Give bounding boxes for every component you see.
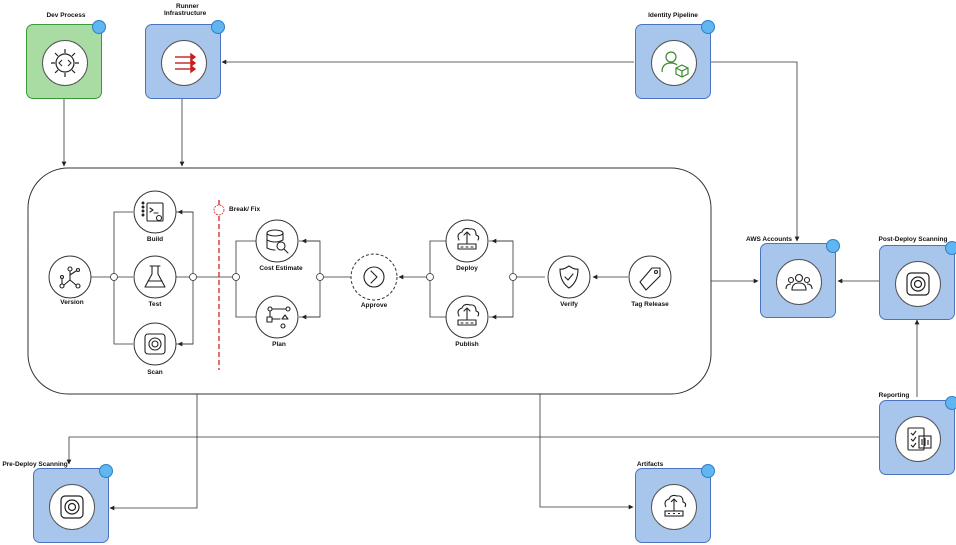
cost-estimate-label: Cost Estimate (259, 265, 303, 272)
dev-process-tile (26, 20, 106, 99)
build-node (133, 190, 177, 234)
artifacts-tile (635, 464, 715, 543)
reporting-label: Reporting (878, 392, 910, 399)
dev-process-label: Dev Process (46, 12, 86, 19)
runner-label-line2: Infrastructure (164, 10, 207, 17)
plan-label: Plan (272, 341, 286, 348)
status-dot (701, 20, 715, 34)
red-arrows-icon (161, 39, 207, 86)
status-dot (211, 20, 225, 34)
identity-pipeline-label: Identity Pipeline (648, 12, 698, 19)
version-label: Version (60, 299, 84, 306)
git-branch-icon (59, 266, 81, 289)
database-search-icon (266, 229, 289, 254)
status-dot (945, 396, 956, 410)
reporting-tile (879, 396, 956, 475)
scanner-icon (895, 260, 941, 307)
shield-check-icon (559, 265, 579, 289)
test-label: Test (148, 301, 162, 308)
post-deploy-scanning-tile (879, 241, 956, 320)
cloud-upload-icon (651, 483, 697, 530)
tag-release-label: Tag Release (631, 301, 669, 308)
verify-label: Verify (560, 301, 578, 308)
gear-code-icon (42, 39, 88, 86)
runner-infrastructure-tile (145, 20, 225, 99)
artifacts-label: Artifacts (636, 461, 664, 468)
status-dot (701, 464, 715, 478)
cloud-publish-icon (457, 303, 480, 326)
scan-label: Scan (147, 369, 163, 376)
user-box-icon (651, 39, 697, 86)
approve-node (350, 253, 398, 301)
status-dot (92, 20, 106, 34)
plan-node (255, 295, 299, 339)
tag-icon (639, 267, 661, 291)
post-deploy-scanning-label: Post-Deploy Scanning (878, 236, 948, 243)
scanner-icon (49, 483, 95, 530)
identity-pipeline-tile (635, 20, 715, 99)
test-node (133, 255, 177, 299)
runner-label-line1: Runner (176, 3, 199, 10)
build-label: Build (146, 236, 164, 243)
pre-deploy-scanning-label: Pre-Deploy Scanning (2, 461, 68, 468)
report-checklist-icon (895, 415, 941, 462)
runner-infrastructure-label: Runner Infrastructure (164, 3, 206, 17)
break-fix-marker (213, 204, 225, 216)
aws-accounts-tile (760, 239, 840, 318)
verify-node (547, 255, 591, 299)
users-group-icon (776, 258, 822, 305)
build-code-icon (141, 201, 164, 222)
flask-icon (144, 265, 166, 288)
break-fix-label: Break/ Fix (229, 206, 261, 213)
junctions (110, 273, 517, 281)
cost-estimate-node (255, 219, 299, 263)
plan-flow-icon (266, 306, 291, 329)
status-dot (99, 464, 113, 478)
scanner-icon (144, 333, 166, 355)
chevron-right-icon (363, 266, 385, 288)
aws-accounts-label: AWS Accounts (746, 236, 792, 243)
status-dot (826, 239, 840, 253)
approve-label: Approve (360, 302, 388, 309)
tag-release-node (628, 255, 672, 299)
pre-deploy-scanning-tile (33, 464, 113, 543)
deploy-label: Deploy (456, 265, 478, 272)
scan-node (133, 322, 177, 366)
publish-label: Publish (455, 341, 479, 348)
outer-connectors (61, 59, 920, 511)
cloud-deploy-icon (457, 227, 480, 250)
status-dot (945, 241, 956, 255)
